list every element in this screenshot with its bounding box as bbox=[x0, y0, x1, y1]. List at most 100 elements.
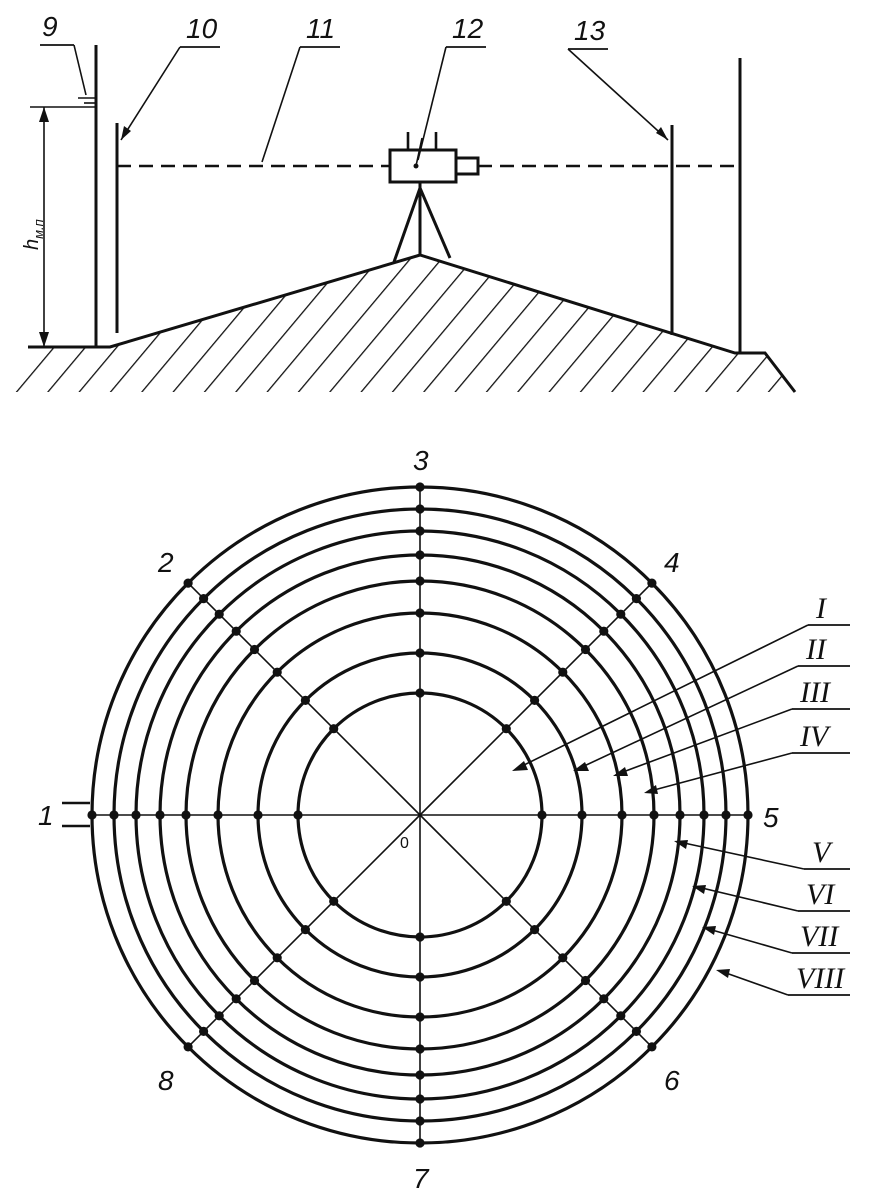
plan-view: 1 2 3 4 5 6 7 8 0 I II III IV V VI VII V… bbox=[38, 445, 850, 1191]
ring-label-VIII: VIII bbox=[796, 962, 846, 995]
ring-label-II: II bbox=[805, 633, 828, 666]
direction-6: 6 bbox=[664, 1065, 680, 1096]
measurement-point bbox=[501, 724, 511, 734]
measurement-point bbox=[249, 644, 260, 655]
measurement-point bbox=[631, 1026, 642, 1036]
measurement-point bbox=[199, 1026, 209, 1036]
direction-3: 3 bbox=[413, 445, 429, 476]
measurement-point bbox=[131, 810, 141, 820]
ring-labels: I II III IV V VI VII VIII bbox=[796, 592, 846, 995]
measurement-point bbox=[617, 810, 627, 820]
callout-13: 13 bbox=[567, 15, 669, 141]
height-label: hм.п bbox=[21, 219, 46, 250]
measurement-point bbox=[155, 810, 165, 820]
measurement-point bbox=[699, 810, 709, 820]
measurement-point bbox=[253, 810, 263, 820]
measurement-point bbox=[415, 550, 425, 560]
ring-label-IV: IV bbox=[799, 720, 832, 753]
measurement-point bbox=[415, 482, 425, 492]
measurement-point bbox=[415, 1044, 425, 1054]
measurement-point bbox=[415, 576, 425, 586]
measurement-point bbox=[272, 667, 282, 677]
svg-text:11: 11 bbox=[306, 13, 335, 44]
measurement-point bbox=[214, 1011, 224, 1021]
measurement-point bbox=[558, 953, 568, 963]
measurement-point bbox=[183, 578, 193, 588]
level-instrument bbox=[388, 132, 480, 263]
measurement-point bbox=[415, 932, 425, 942]
center-label: 0 bbox=[400, 835, 409, 852]
direction-1: 1 bbox=[38, 800, 54, 831]
callout-10: 10 bbox=[120, 13, 220, 141]
svg-text:10: 10 bbox=[186, 13, 218, 44]
measurement-point bbox=[580, 975, 591, 986]
measurement-point bbox=[721, 810, 731, 820]
svg-text:9: 9 bbox=[42, 11, 58, 42]
measurement-point bbox=[415, 1116, 425, 1126]
measurement-point bbox=[743, 810, 753, 820]
measurement-point bbox=[599, 994, 609, 1004]
direction-8: 8 bbox=[158, 1065, 174, 1096]
measurement-points bbox=[87, 482, 753, 1148]
measurement-point bbox=[87, 810, 97, 820]
measurement-point bbox=[415, 972, 425, 982]
ring-label-VII: VII bbox=[800, 920, 840, 953]
ring-label-I: I bbox=[815, 592, 828, 625]
measurement-point bbox=[300, 925, 310, 935]
measurement-point bbox=[530, 925, 540, 935]
measurement-point bbox=[577, 810, 587, 820]
measurement-point bbox=[199, 594, 209, 604]
measurement-point bbox=[329, 896, 339, 906]
svg-text:12: 12 bbox=[452, 13, 484, 44]
measurement-point bbox=[300, 695, 310, 706]
direction-4: 4 bbox=[664, 547, 680, 578]
measurement-point bbox=[537, 810, 547, 820]
measurement-point bbox=[616, 1011, 626, 1021]
measurement-point bbox=[213, 810, 223, 820]
direction-2: 2 bbox=[157, 547, 174, 578]
measurement-point bbox=[272, 953, 282, 963]
measurement-point bbox=[415, 688, 425, 698]
height-dimension: hм.п bbox=[21, 106, 96, 347]
measurement-point bbox=[580, 644, 591, 655]
ring-label-V: V bbox=[812, 836, 834, 869]
measurement-point bbox=[649, 810, 659, 820]
ring-leaders bbox=[512, 624, 850, 996]
ring-label-VI: VI bbox=[806, 878, 836, 911]
measurement-point bbox=[415, 608, 425, 618]
measurement-point bbox=[631, 594, 642, 604]
measurement-point bbox=[181, 810, 191, 820]
svg-text:13: 13 bbox=[574, 15, 606, 46]
measurement-point bbox=[231, 626, 241, 636]
measurement-point bbox=[415, 1138, 425, 1148]
measurement-point bbox=[501, 896, 511, 906]
measurement-point bbox=[249, 975, 260, 986]
ring-label-III: III bbox=[799, 676, 832, 709]
measurement-point bbox=[214, 609, 224, 619]
callout-9: 9 bbox=[40, 11, 87, 96]
measurement-point bbox=[293, 810, 303, 820]
measurement-point bbox=[415, 1094, 425, 1104]
measurement-point bbox=[231, 994, 241, 1004]
measurement-point bbox=[647, 1042, 657, 1052]
direction-5: 5 bbox=[763, 802, 779, 833]
measurement-point bbox=[675, 810, 685, 820]
measurement-point bbox=[599, 626, 609, 636]
measurement-point bbox=[329, 724, 339, 734]
measurement-point bbox=[415, 648, 425, 658]
measurement-point bbox=[183, 1042, 193, 1052]
ground-hatching bbox=[10, 255, 795, 392]
measurement-point bbox=[530, 695, 540, 706]
measurement-point bbox=[647, 578, 657, 588]
measurement-point bbox=[558, 667, 568, 677]
callout-11: 11 bbox=[261, 13, 340, 163]
measurement-point bbox=[415, 526, 425, 536]
callout-12: 12 bbox=[417, 13, 486, 161]
measurement-point bbox=[415, 1012, 425, 1022]
measurement-point bbox=[109, 810, 119, 820]
measurement-point bbox=[415, 504, 425, 514]
measurement-point bbox=[415, 1070, 425, 1080]
measurement-point bbox=[616, 609, 626, 619]
direction-7: 7 bbox=[413, 1163, 430, 1191]
